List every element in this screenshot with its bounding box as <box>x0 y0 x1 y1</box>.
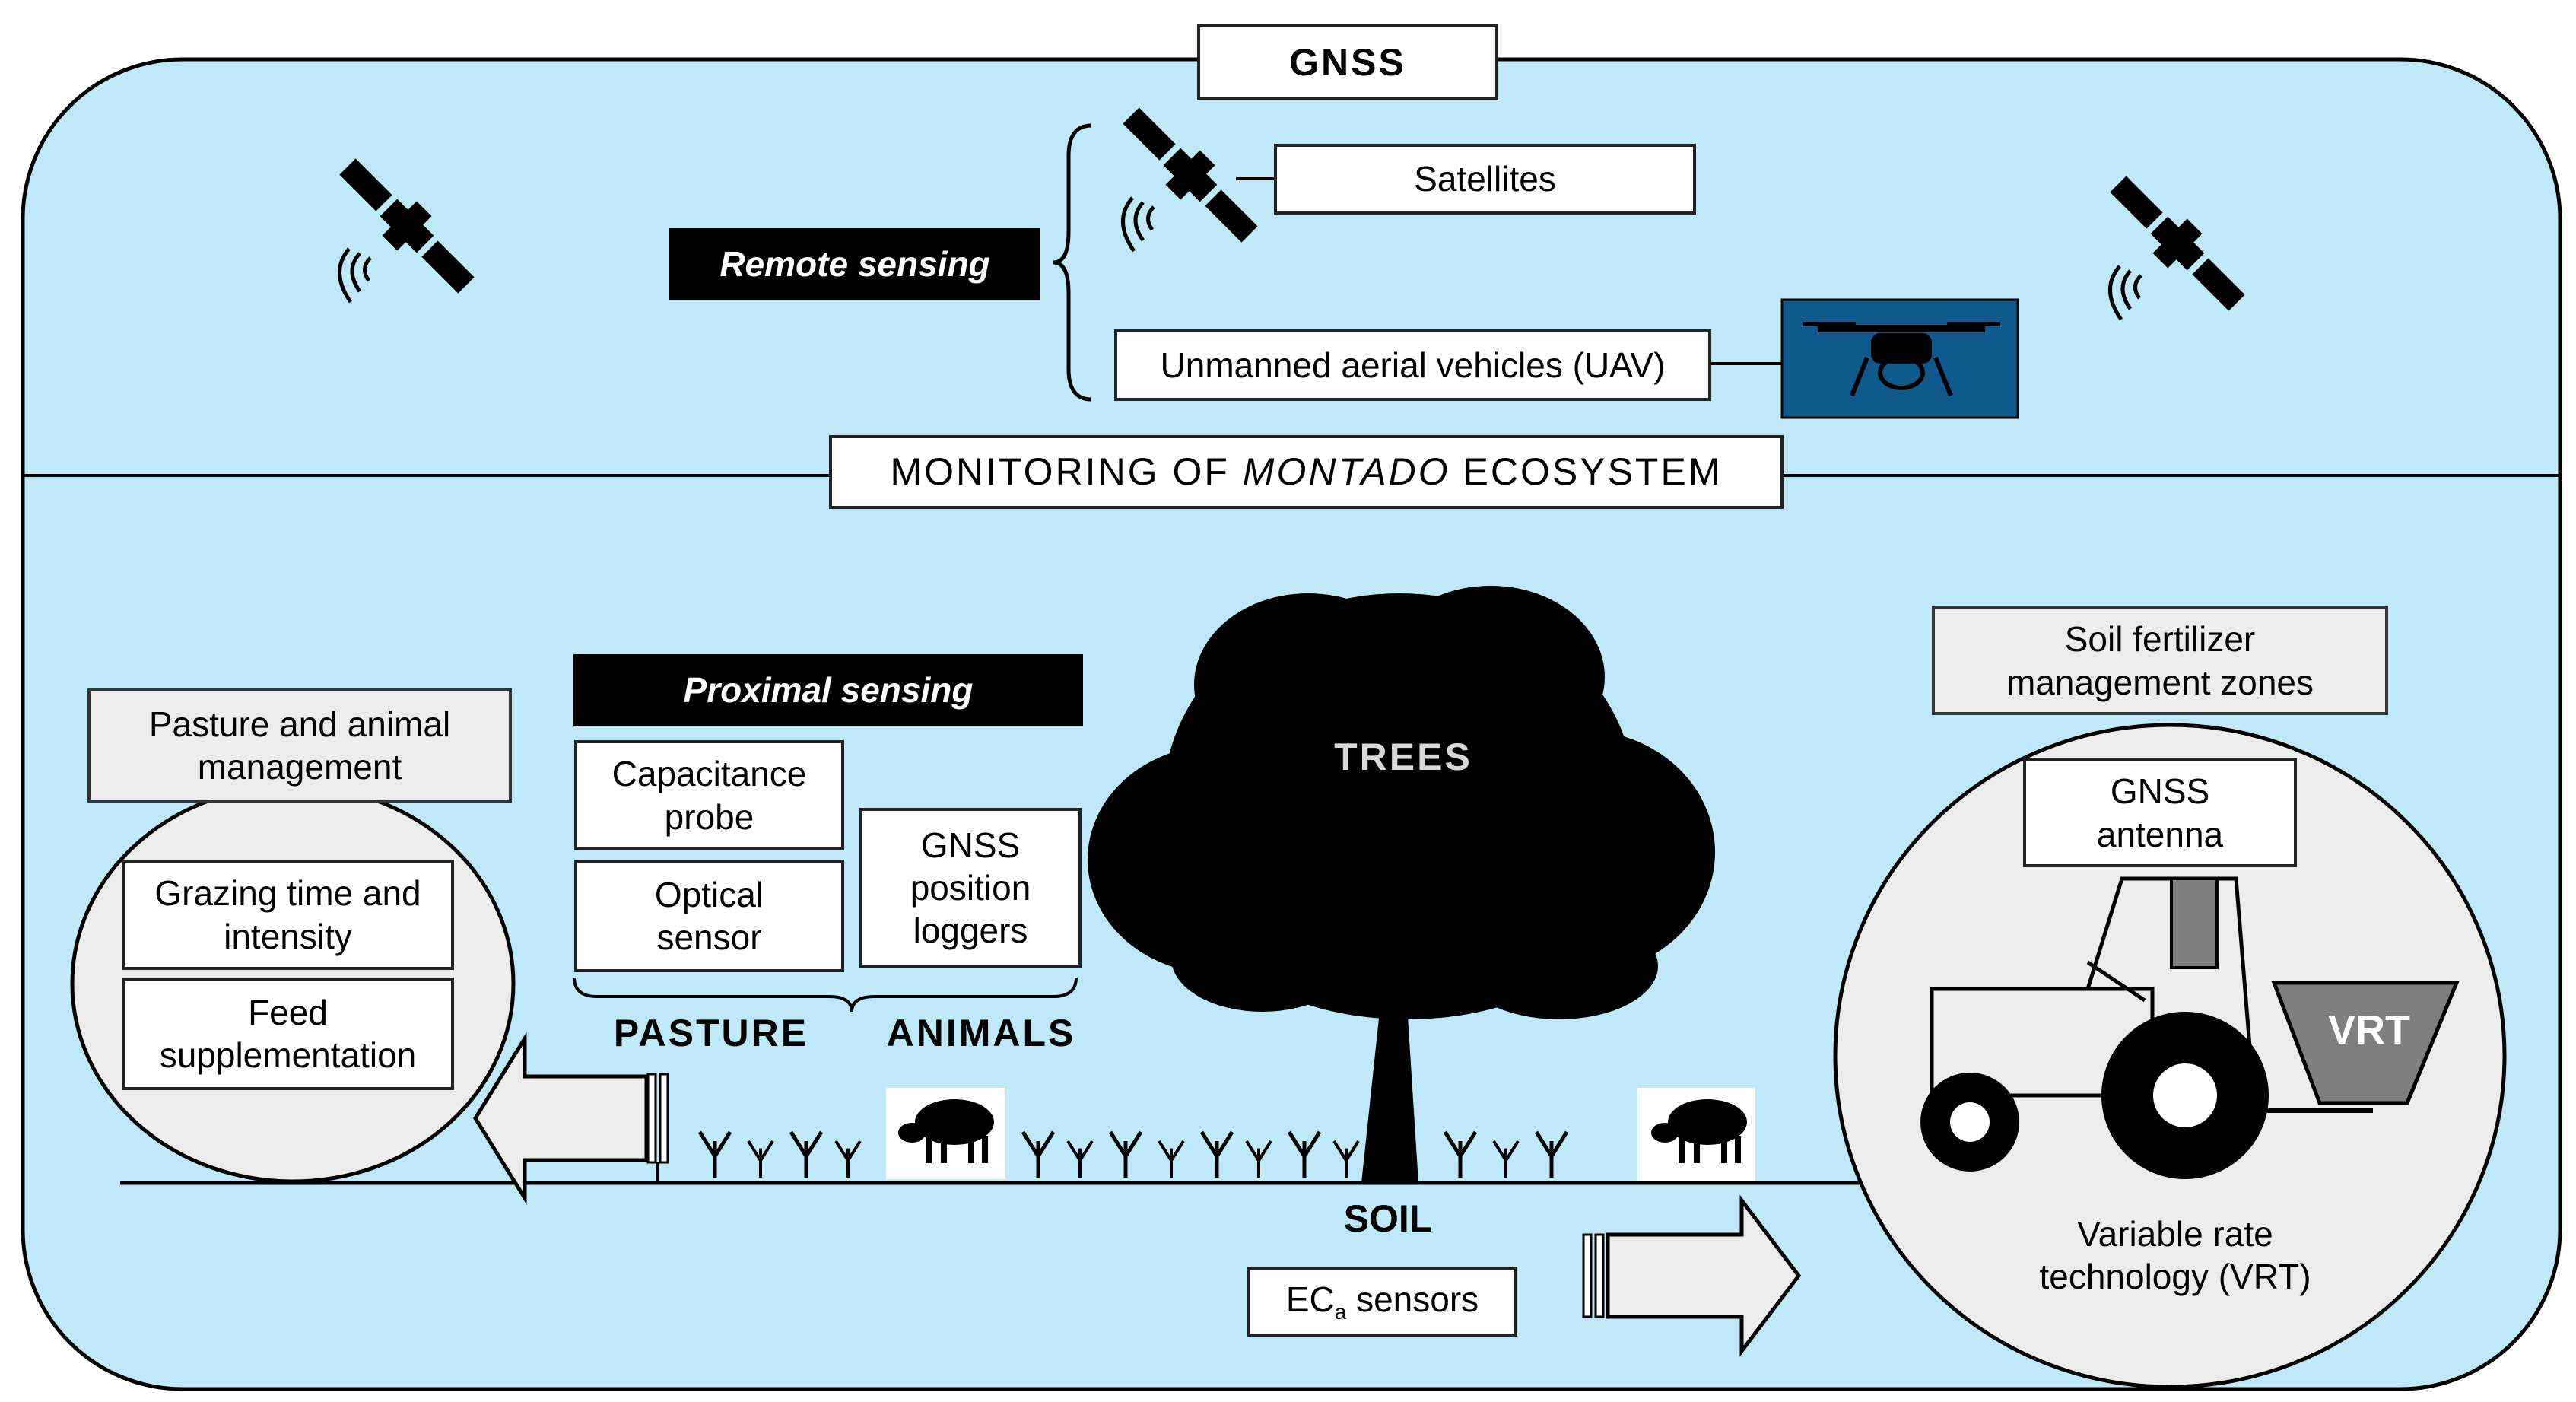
satellites-label: Satellites <box>1414 159 1556 199</box>
trees-label: TREES <box>1334 735 1472 778</box>
proximal-sensing-label-box: Proximal sensing <box>573 654 1083 726</box>
uav-box: Unmanned aerial vehicles (UAV) <box>1114 329 1711 401</box>
pasture-label: PASTURE <box>613 1011 809 1054</box>
trees-label-box: TREES <box>1316 726 1491 787</box>
remote-sensing-label: Remote sensing <box>719 244 990 285</box>
uav-label: Unmanned aerial vehicles (UAV) <box>1160 345 1666 385</box>
tractor-icon <box>1920 876 2460 1179</box>
optical-sensor-box: Optical sensor <box>574 860 844 972</box>
ec-sensors-box: ECa sensors <box>1247 1267 1517 1337</box>
pasture-management-title: Pasture and animal management <box>148 704 451 787</box>
monitoring-title: MONITORING OF MONTADO ECOSYSTEM <box>890 450 1723 493</box>
tree-icon <box>1088 586 1715 1183</box>
feed-supplementation-label: Feed supplementation <box>159 992 417 1075</box>
soil-label-box: SOIL <box>1331 1191 1445 1248</box>
grazing-box: Grazing time and intensity <box>122 860 454 970</box>
gnss-title-box: GNSS <box>1197 24 1498 100</box>
capacitance-probe-label: Capacitance probe <box>611 754 807 837</box>
animals-label-box: ANIMALS <box>875 1003 1088 1063</box>
gnss-antenna-label: GNSS antenna <box>2096 771 2224 854</box>
soil-label: SOIL <box>1343 1197 1433 1240</box>
pasture-management-title-box: Pasture and animal management <box>87 688 512 803</box>
vrt-hopper-label: VRT <box>2328 1007 2410 1054</box>
feed-supplementation-box: Feed supplementation <box>122 978 454 1090</box>
gnss-title: GNSS <box>1289 40 1406 84</box>
fertilizer-zones-title-box: Soil fertilizer management zones <box>1932 606 2388 715</box>
capacitance-probe-box: Capacitance probe <box>574 740 844 850</box>
sheep-icon <box>886 1088 1005 1179</box>
monitoring-title-box: MONITORING OF MONTADO ECOSYSTEM <box>829 435 1784 509</box>
animals-label: ANIMALS <box>886 1011 1076 1054</box>
grazing-label: Grazing time and intensity <box>154 873 421 956</box>
remote-sensing-brace <box>1053 123 1092 402</box>
drone-icon <box>1780 298 2019 419</box>
gnss-antenna-box: GNSS antenna <box>2023 758 2297 867</box>
vrt-caption-box: Variable rate technology (VRT) <box>1977 1202 2373 1308</box>
ec-sensors-label: ECa sensors <box>1285 1279 1479 1324</box>
fertilizer-zones-title: Soil fertilizer management zones <box>2006 619 2314 702</box>
gnss-loggers-box: GNSS position loggers <box>859 808 1082 968</box>
left-arrow-icon <box>473 1032 669 1205</box>
proximal-sensing-label: Proximal sensing <box>683 670 974 711</box>
remote-sensing-label-box: Remote sensing <box>669 228 1040 300</box>
vrt-hopper-label-box: VRT <box>2312 997 2426 1065</box>
right-arrow-icon <box>1582 1194 1802 1357</box>
vrt-caption: Variable rate technology (VRT) <box>2039 1213 2311 1296</box>
gnss-loggers-label: GNSS position loggers <box>910 825 1031 951</box>
satellites-box: Satellites <box>1274 144 1696 215</box>
sheep-icon <box>1637 1088 1755 1181</box>
optical-sensor-label: Optical sensor <box>654 874 764 957</box>
pasture-label-box: PASTURE <box>601 1003 821 1063</box>
